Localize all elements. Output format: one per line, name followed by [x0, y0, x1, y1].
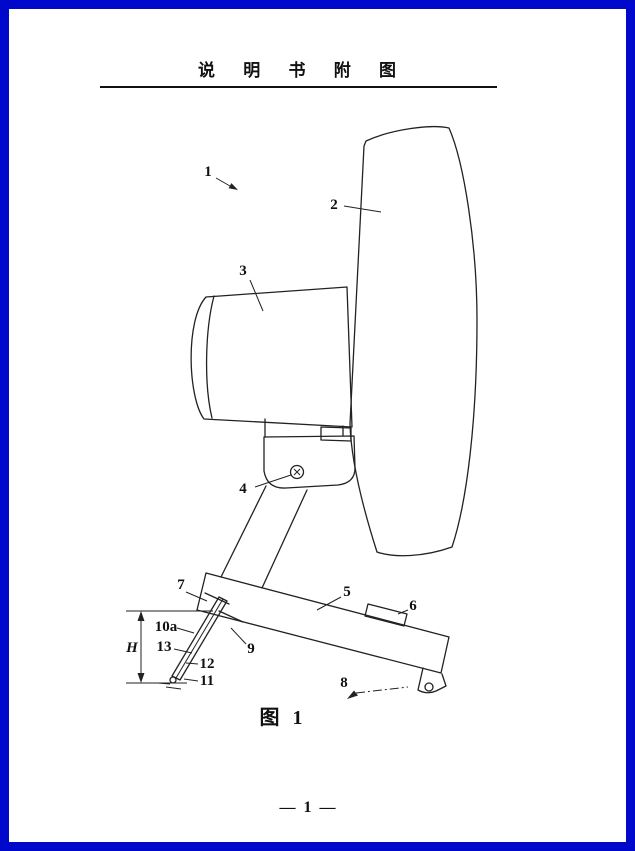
leader-line-1: [215, 177, 231, 187]
motor-cap-line: [205, 295, 215, 419]
label-8: 8: [340, 675, 348, 691]
pivot-cross: [293, 468, 301, 476]
label-5: 5: [343, 584, 351, 600]
header-title: 说 明 书 附 图: [198, 61, 408, 80]
support-arm-right-edge: [261, 489, 308, 589]
leader-line-6: [397, 609, 409, 615]
leader-line-13: [173, 648, 193, 654]
page-number: — 1 —: [279, 799, 338, 816]
right-foot-roller: [424, 682, 434, 692]
lever-strip: [171, 596, 228, 681]
leader-line-11: [183, 678, 199, 682]
leader-line-3: [249, 279, 264, 312]
label-3: 3: [239, 263, 247, 279]
arrowhead-label-1: [228, 183, 238, 190]
label-11: 11: [200, 673, 214, 689]
label-9: 9: [247, 641, 255, 657]
leader-line-12: [185, 662, 199, 665]
lever-strip-inner-line: [175, 598, 224, 679]
label-12: 12: [200, 656, 215, 672]
fan-guard-outline: [349, 126, 478, 557]
lever-top-cap: [204, 592, 230, 605]
label-10a: 10a: [155, 619, 178, 635]
leader-line-7: [185, 591, 208, 602]
leader-line-9: [230, 627, 247, 645]
arrowhead-part8: [347, 690, 358, 699]
label-4: 4: [239, 481, 247, 497]
dim-h-extension-lines: [126, 610, 213, 684]
leader-line-4: [254, 474, 292, 488]
label-6: 6: [409, 598, 417, 614]
label-dim-h: H: [125, 640, 139, 656]
label-7: 7: [177, 577, 185, 593]
motor-housing-outline: [190, 286, 353, 428]
lever-foot-lines: [157, 682, 182, 690]
leader-line-5: [316, 596, 342, 611]
figure-caption: 图 1: [259, 707, 307, 729]
centerline-part8: [355, 686, 409, 694]
dim-h-arrow-bottom: [137, 673, 145, 683]
leader-line-2: [343, 205, 382, 213]
base-bump-part6: [364, 603, 408, 627]
leader-line-10a: [176, 627, 195, 634]
base-slab: [196, 572, 450, 674]
label-13: 13: [157, 639, 172, 655]
clamp-block: [320, 426, 352, 442]
label-1: 1: [204, 164, 212, 180]
label-2: 2: [330, 197, 338, 213]
right-foot: [417, 667, 447, 694]
joint-housing: [263, 435, 356, 489]
support-arm-left-edge: [220, 485, 267, 578]
dim-h-arrow-top: [137, 611, 145, 621]
pivot-circle: [289, 464, 305, 480]
lever-pin-part9: [218, 610, 244, 623]
lever-foot-roller: [169, 676, 177, 684]
header-rule: [100, 86, 497, 88]
